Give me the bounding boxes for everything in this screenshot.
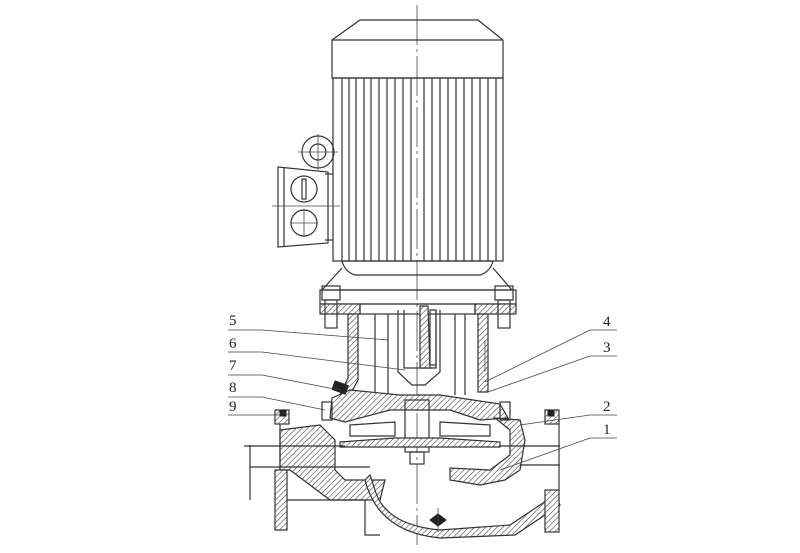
lifting-eye: [298, 134, 338, 170]
callout-2: 2: [603, 399, 611, 415]
motor: [272, 19, 504, 276]
callout-6: 6: [229, 336, 237, 352]
callout-9: 9: [229, 399, 237, 415]
callout-7: 7: [229, 358, 237, 374]
callout-leaders: [228, 329, 617, 471]
pump-casing: [244, 380, 561, 539]
callout-1: 1: [603, 422, 611, 438]
callout-3: 3: [603, 340, 611, 356]
callout-5: 5: [229, 313, 237, 329]
callout-8: 8: [229, 380, 237, 396]
bracket: [319, 267, 517, 396]
vent-plug: [331, 380, 349, 395]
cooling-fins: [341, 78, 497, 261]
callout-4: 4: [603, 314, 611, 330]
terminal-box: [272, 166, 340, 248]
